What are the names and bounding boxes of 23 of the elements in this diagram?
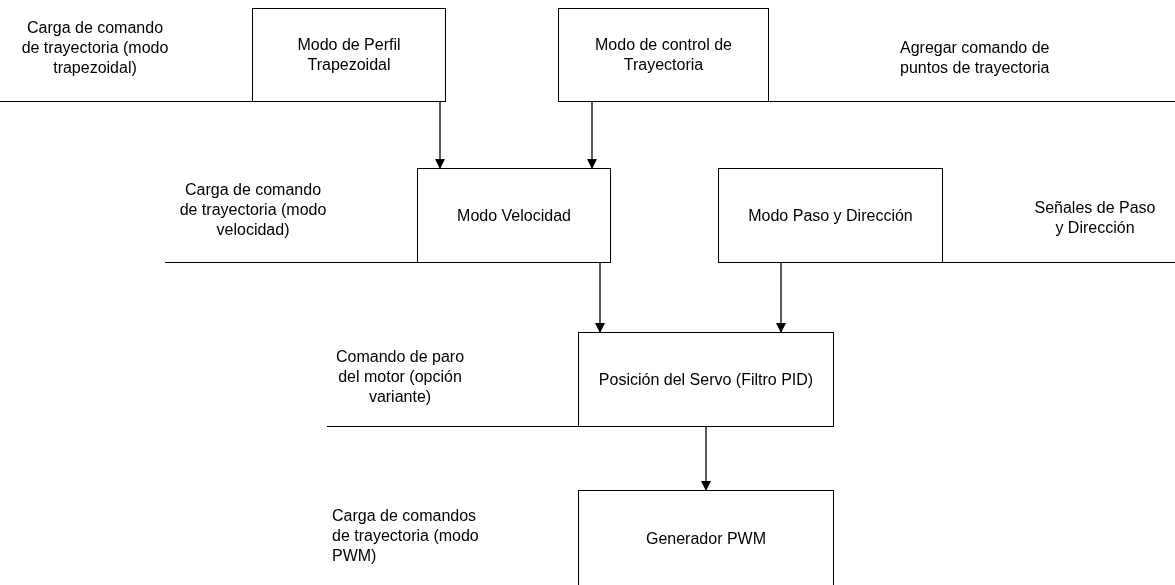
side-label: Agregar comando de puntos de trayectoria [900,38,1051,78]
process-box [578,490,834,585]
side-label: Carga de comando de trayectoria (modo velocidad) [178,180,328,240]
box-label: Modo Velocidad [457,205,571,226]
process-box [558,8,769,102]
arrow [701,426,711,491]
arrow [435,101,445,169]
side-label: Carga de comando de trayectoria (modo trapezoidal) [20,18,170,78]
process-box [252,8,446,102]
process-box [417,168,611,263]
arrow [595,262,605,333]
box-label: Generador PWM [645,528,766,549]
side-label: Señales de Paso y Dirección [1033,198,1157,238]
process-box [578,332,834,427]
arrow [776,262,786,333]
box-label: Modo Paso y Dirección [748,205,913,226]
box-label: Modo de control de Trayectoria [594,35,733,75]
box-label: Posición del Servo (Filtro PID) [598,369,814,390]
box-label: Modo de Perfil Trapezoidal [296,35,402,75]
process-box [718,168,943,263]
side-label: Comando de paro del motor (opción variante) [335,347,465,407]
arrow [587,101,597,169]
side-label: Carga de comandos de trayectoria (modo PWM) [332,506,480,566]
